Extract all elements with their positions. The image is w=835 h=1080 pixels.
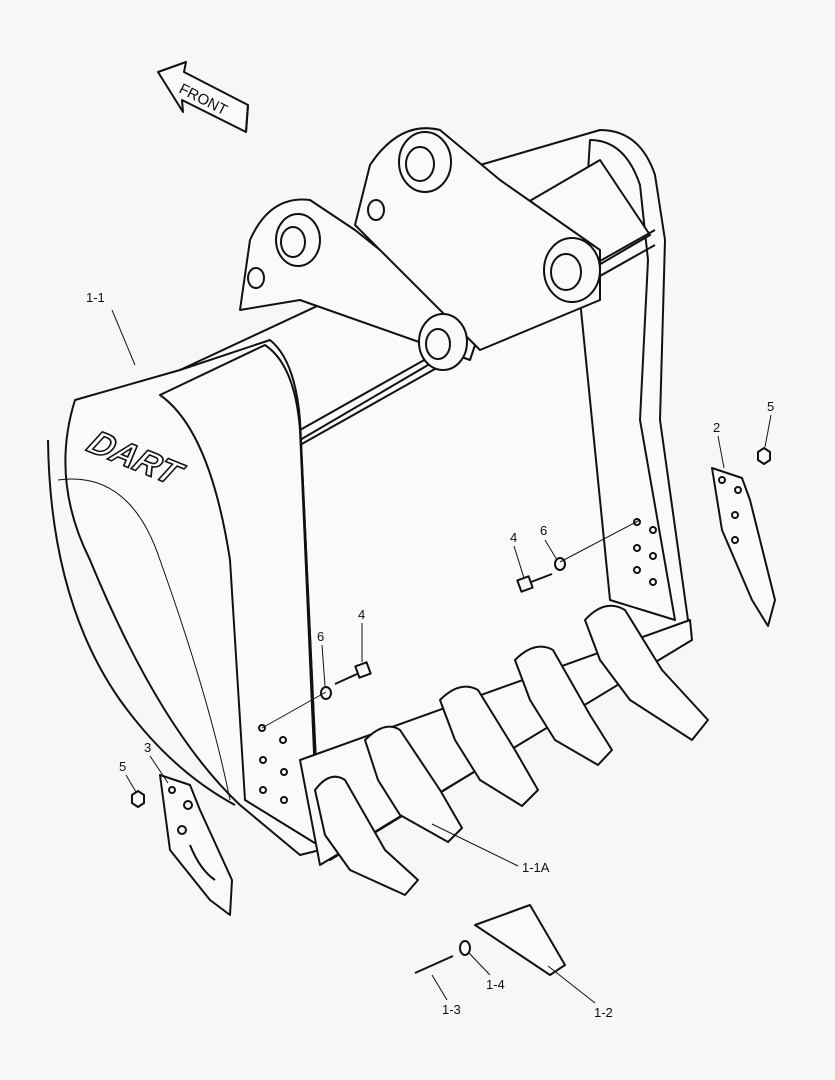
callout-1-1: 1-1	[86, 290, 105, 305]
mounting-holes	[258, 518, 657, 804]
callout-5-right: 5	[767, 399, 774, 414]
callout-6-left: 6	[317, 629, 324, 644]
front-arrow: FRONT	[157, 61, 249, 133]
callout-3: 3	[144, 740, 151, 755]
side-cutter-2	[711, 467, 776, 627]
callout-1-4: 1-4	[486, 977, 505, 992]
hardware	[131, 447, 771, 976]
callout-5-left: 5	[119, 759, 126, 774]
callout-labels: 1-1 2 5 6 4 4 6 3 5 1-1A 1-3 1-4 1-2	[86, 290, 774, 1020]
leader-lines	[111, 309, 772, 1004]
callout-1-2: 1-2	[594, 1005, 613, 1020]
callout-4-left: 4	[358, 607, 365, 622]
bucket-teeth	[314, 604, 709, 896]
callout-4-right: 4	[510, 530, 517, 545]
callout-1-3: 1-3	[442, 1002, 461, 1017]
bucket-body: DART	[47, 127, 693, 866]
callout-1-1A: 1-1A	[522, 860, 550, 875]
callout-2: 2	[713, 420, 720, 435]
callout-6-right: 6	[540, 523, 547, 538]
